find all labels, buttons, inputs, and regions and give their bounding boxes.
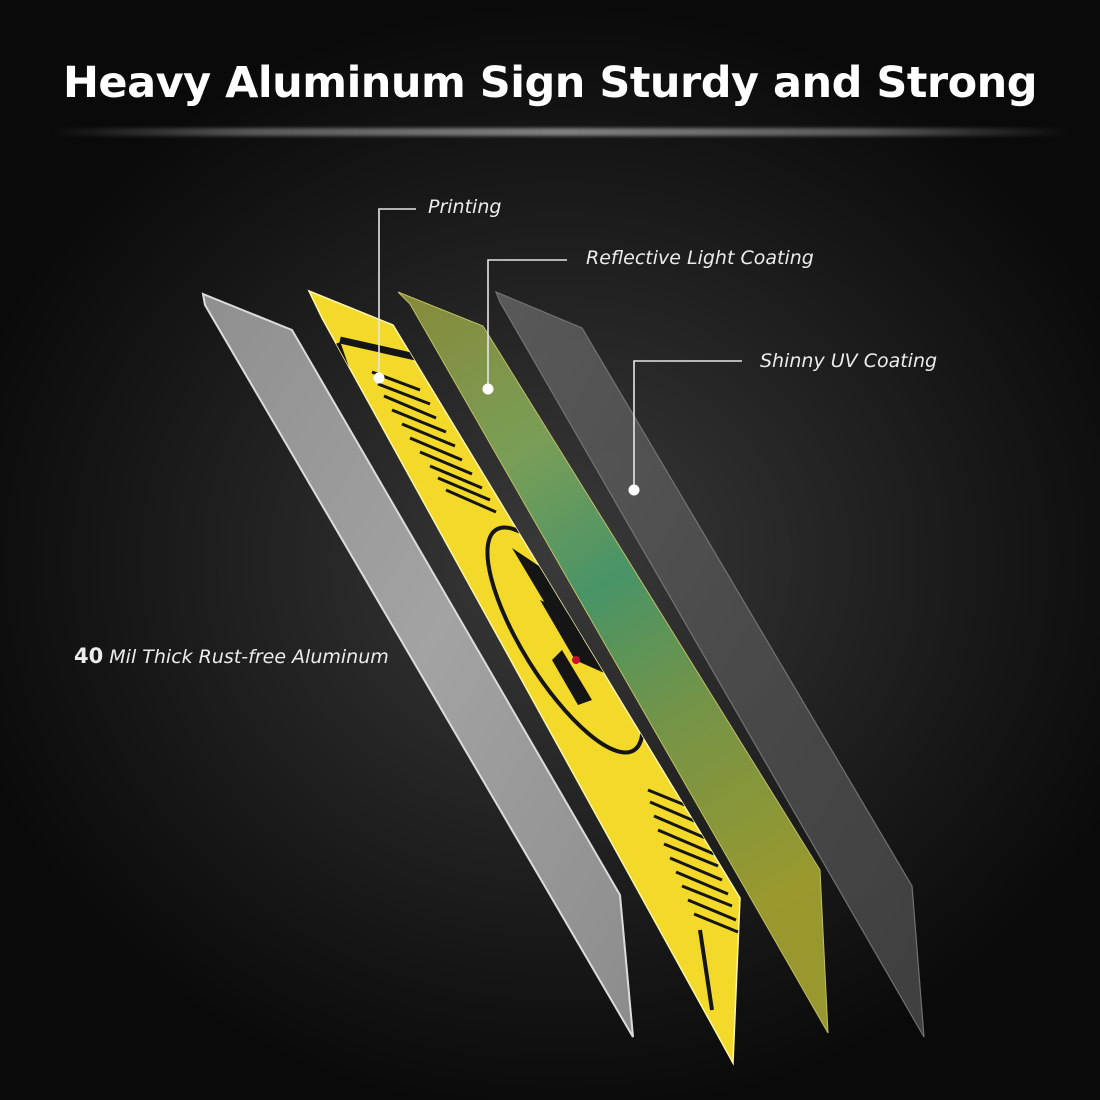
label-printing: Printing: [428, 196, 502, 218]
aluminum-thickness-text: Mil Thick Rust-free Aluminum: [109, 646, 389, 668]
callout-dot-uv: [628, 484, 640, 496]
title-divider: [50, 128, 1072, 136]
uv-layer: [494, 290, 925, 1038]
callout-dots: [373, 372, 640, 496]
label-reflective-coating: Reflective Light Coating: [586, 247, 814, 269]
callout-line-uv: [633, 360, 742, 489]
callout-dot-reflective: [482, 383, 494, 395]
aluminum-layer: [201, 292, 634, 1038]
callout-line-printing: [378, 208, 416, 377]
label-uv-coating: Shinny UV Coating: [760, 350, 938, 372]
page-title: Heavy Aluminum Sign Sturdy and Strong: [62, 58, 1038, 108]
reflective-layer: [397, 291, 829, 1034]
callout-dot-printing: [373, 372, 385, 384]
aluminum-thickness-number: 40: [74, 644, 104, 668]
callout-line-reflective: [487, 259, 567, 388]
callout-lines: [378, 208, 742, 489]
label-aluminum: 40 Mil Thick Rust-free Aluminum: [74, 644, 389, 668]
